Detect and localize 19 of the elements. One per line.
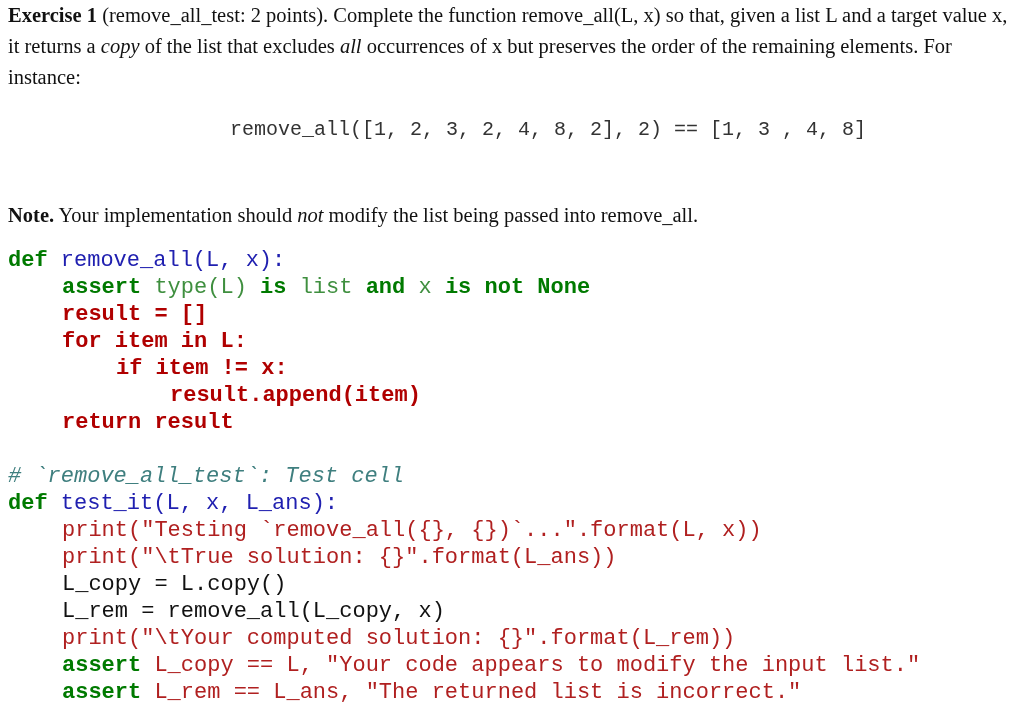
code-line: L_rem = remove_all(L_copy, x) bbox=[62, 598, 445, 625]
code-line: print("\tYour computed solution: {}".format(L_rem)) bbox=[62, 625, 736, 652]
code-line: def test_it(L, x, L_ans): bbox=[8, 490, 339, 517]
code-line: print("Testing `remove_all({}, {})`...".format(L, x)) bbox=[62, 517, 762, 544]
exercise-text: Exercise 1 (remove_all_test: 2 points). Complete the function remove_all(L, x) so that, given a list L and a target value x, it returns a copy of the list that excludes all occurrences of x but preserves the order of the remaining elements. For instance: bbox=[8, 3, 1008, 90]
code-line: for item in L: bbox=[62, 328, 247, 355]
code-line: assert L_copy == L, "Your code appears to modify the input list." bbox=[62, 652, 921, 679]
code-comment: # `remove_all_test`: Test cell bbox=[8, 463, 405, 490]
code-line: result.append(item) bbox=[170, 382, 421, 409]
code-example: remove_all([1, 2, 3, 2, 4, 8, 2], 2) == [1, 3 , 4, 8] bbox=[229, 117, 868, 143]
code-line: result = [] bbox=[62, 301, 208, 328]
note-text: Note. Your implementation should not modify the list being passed into remove_all. bbox=[8, 203, 700, 229]
code-line: return result bbox=[62, 409, 234, 436]
code-line: assert L_rem == L_ans, "The returned list is incorrect." bbox=[62, 679, 802, 706]
code-line: print("\tTrue solution: {}".format(L_ans)) bbox=[62, 544, 617, 571]
code-line: assert type(L) is list and x is not None bbox=[62, 274, 591, 301]
code-line: if item != x: bbox=[116, 355, 288, 382]
code-line: L_copy = L.copy() bbox=[62, 571, 287, 598]
code-line: def remove_all(L, x): bbox=[8, 247, 286, 274]
